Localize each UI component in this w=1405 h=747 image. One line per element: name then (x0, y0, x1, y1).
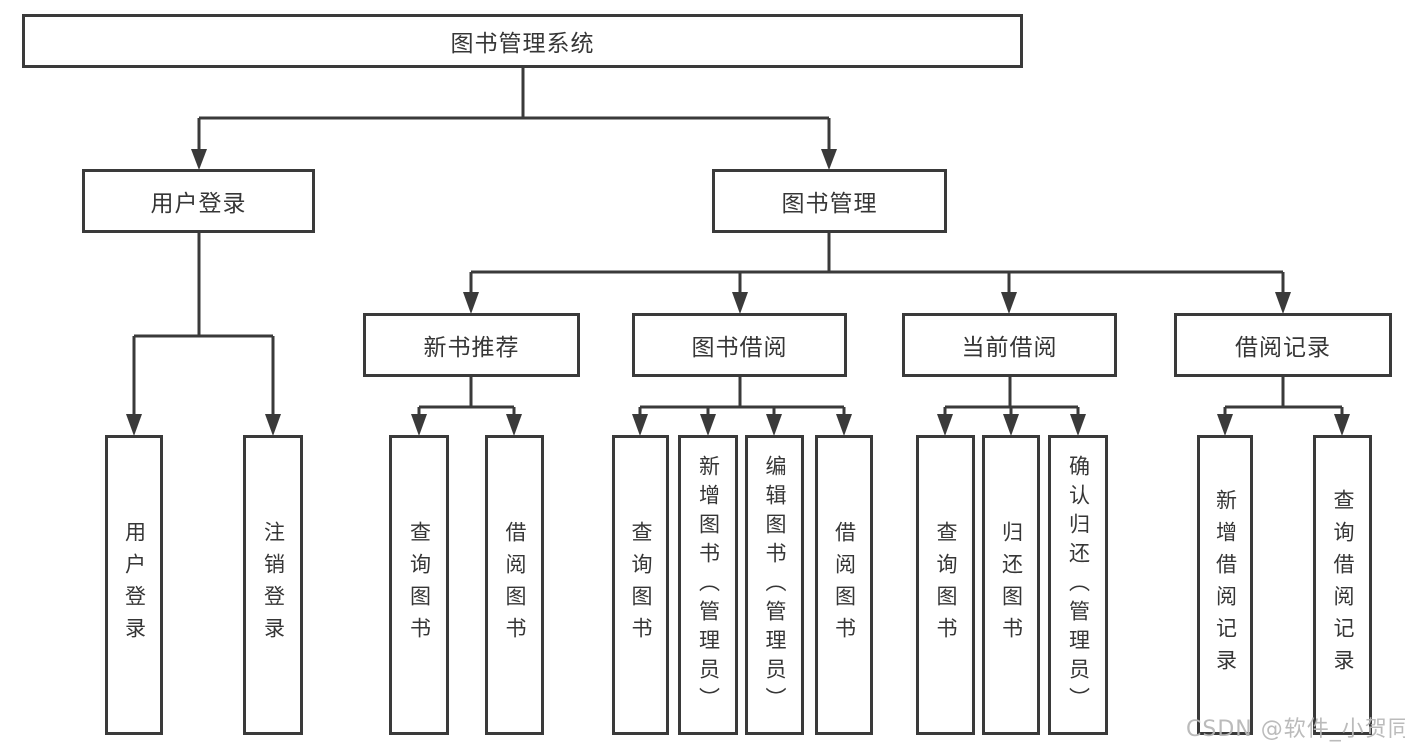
leaf-edit-book-admin: 编辑图书（管理员） (745, 435, 804, 735)
node-label: 查询借阅记录 (1331, 489, 1356, 681)
node-label: 编辑图书（管理员） (763, 454, 788, 716)
leaf-user-login: 用户登录 (105, 435, 163, 735)
node-current-borrow: 当前借阅 (902, 313, 1117, 377)
leaf-query-books-1: 查询图书 (389, 435, 449, 735)
leaf-borrow-books-2: 借阅图书 (815, 435, 873, 735)
node-label: 借阅图书 (503, 521, 528, 649)
node-label: 新书推荐 (423, 335, 520, 361)
node-label: 注销登录 (261, 521, 286, 649)
node-borrow-records: 借阅记录 (1174, 313, 1392, 377)
leaf-add-borrow-record: 新增借阅记录 (1197, 435, 1253, 735)
node-user-login: 用户登录 (82, 169, 315, 233)
node-label: 借阅记录 (1235, 335, 1331, 361)
node-book-borrow: 图书借阅 (632, 313, 847, 377)
leaf-logout: 注销登录 (243, 435, 303, 735)
leaf-query-books-3: 查询图书 (916, 435, 975, 735)
node-label: 新增图书（管理员） (696, 454, 721, 716)
node-label: 当前借阅 (961, 335, 1058, 361)
node-label: 图书借阅 (691, 335, 788, 361)
leaf-return-book: 归还图书 (982, 435, 1040, 735)
node-label: 归还图书 (999, 521, 1024, 649)
leaf-query-borrow-record: 查询借阅记录 (1313, 435, 1372, 735)
node-label: 用户登录 (122, 521, 147, 649)
node-label: 查询图书 (629, 521, 654, 649)
node-label: 确认归还（管理员） (1066, 454, 1091, 716)
node-label: 查询图书 (934, 521, 959, 649)
node-label: 查询图书 (407, 521, 432, 649)
watermark-text: CSDN @软件_小贺同学 (1186, 717, 1405, 742)
node-label: 图书管理系统 (450, 31, 595, 57)
leaf-add-book-admin: 新增图书（管理员） (678, 435, 738, 735)
node-new-book-recommend: 新书推荐 (363, 313, 580, 377)
node-label: 图书管理 (781, 191, 878, 217)
node-book-management: 图书管理 (712, 169, 947, 233)
node-label: 用户登录 (150, 191, 247, 217)
leaf-confirm-return-admin: 确认归还（管理员） (1048, 435, 1108, 735)
node-label: 借阅图书 (832, 521, 857, 649)
node-label: 新增借阅记录 (1213, 489, 1238, 681)
node-library-system: 图书管理系统 (22, 14, 1023, 68)
leaf-query-books-2: 查询图书 (612, 435, 669, 735)
leaf-borrow-books-1: 借阅图书 (485, 435, 544, 735)
